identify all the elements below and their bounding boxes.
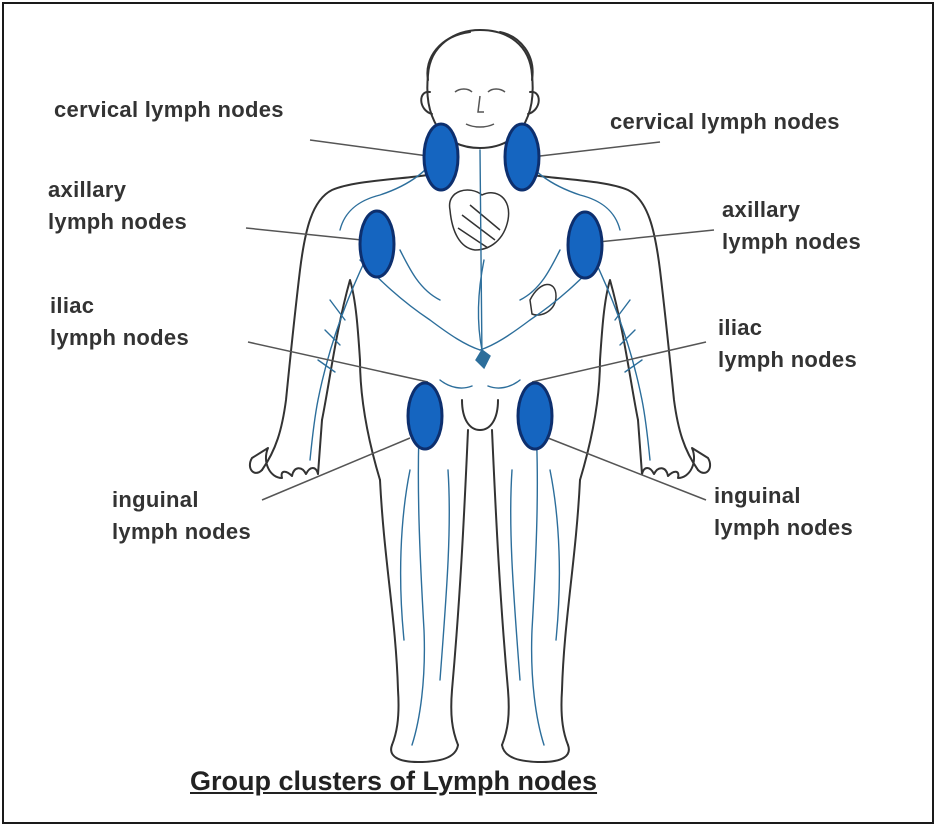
diagram-caption: Group clusters of Lymph nodes bbox=[190, 766, 597, 797]
left-hip bbox=[360, 360, 380, 480]
label-inguinal-left: inguinal lymph nodes bbox=[112, 484, 251, 548]
left-inner-arm bbox=[322, 280, 360, 420]
label-axillary-left: axillary lymph nodes bbox=[48, 174, 187, 238]
label-axillary-right: axillary lymph nodes bbox=[722, 194, 861, 258]
heart bbox=[450, 190, 509, 250]
leader-inguinal-right bbox=[548, 438, 706, 500]
node-axillary-left bbox=[360, 211, 394, 277]
right-inner-arm bbox=[600, 280, 638, 420]
left-leg-outer bbox=[380, 480, 399, 745]
leader-iliac-left bbox=[248, 342, 428, 382]
label-cervical-right: cervical lymph nodes bbox=[610, 106, 840, 138]
leader-inguinal-left bbox=[262, 438, 410, 500]
node-axillary-right bbox=[568, 212, 602, 278]
face bbox=[455, 89, 505, 127]
right-leg-outer bbox=[561, 480, 580, 745]
label-iliac-left: iliac lymph nodes bbox=[50, 290, 189, 354]
right-leg-inner bbox=[492, 430, 509, 745]
leader-axillary-left bbox=[246, 228, 362, 240]
leader-cervical-left bbox=[310, 140, 428, 156]
label-iliac-right: iliac lymph nodes bbox=[718, 312, 857, 376]
node-cervical-right bbox=[505, 124, 539, 190]
left-leg-inner bbox=[451, 430, 468, 745]
node-cervical-left bbox=[424, 124, 458, 190]
right-hip bbox=[580, 360, 600, 480]
label-inguinal-right: inguinal lymph nodes bbox=[714, 480, 853, 544]
node-inguinal-left bbox=[408, 383, 442, 449]
leader-iliac-right bbox=[532, 342, 706, 382]
groin-outline bbox=[462, 400, 498, 430]
left-foot bbox=[391, 745, 458, 762]
right-foot bbox=[502, 745, 569, 762]
hair-outline bbox=[427, 32, 532, 80]
node-inguinal-right bbox=[518, 383, 552, 449]
label-cervical-left: cervical lymph nodes bbox=[54, 94, 284, 126]
leader-cervical-right bbox=[540, 142, 660, 156]
